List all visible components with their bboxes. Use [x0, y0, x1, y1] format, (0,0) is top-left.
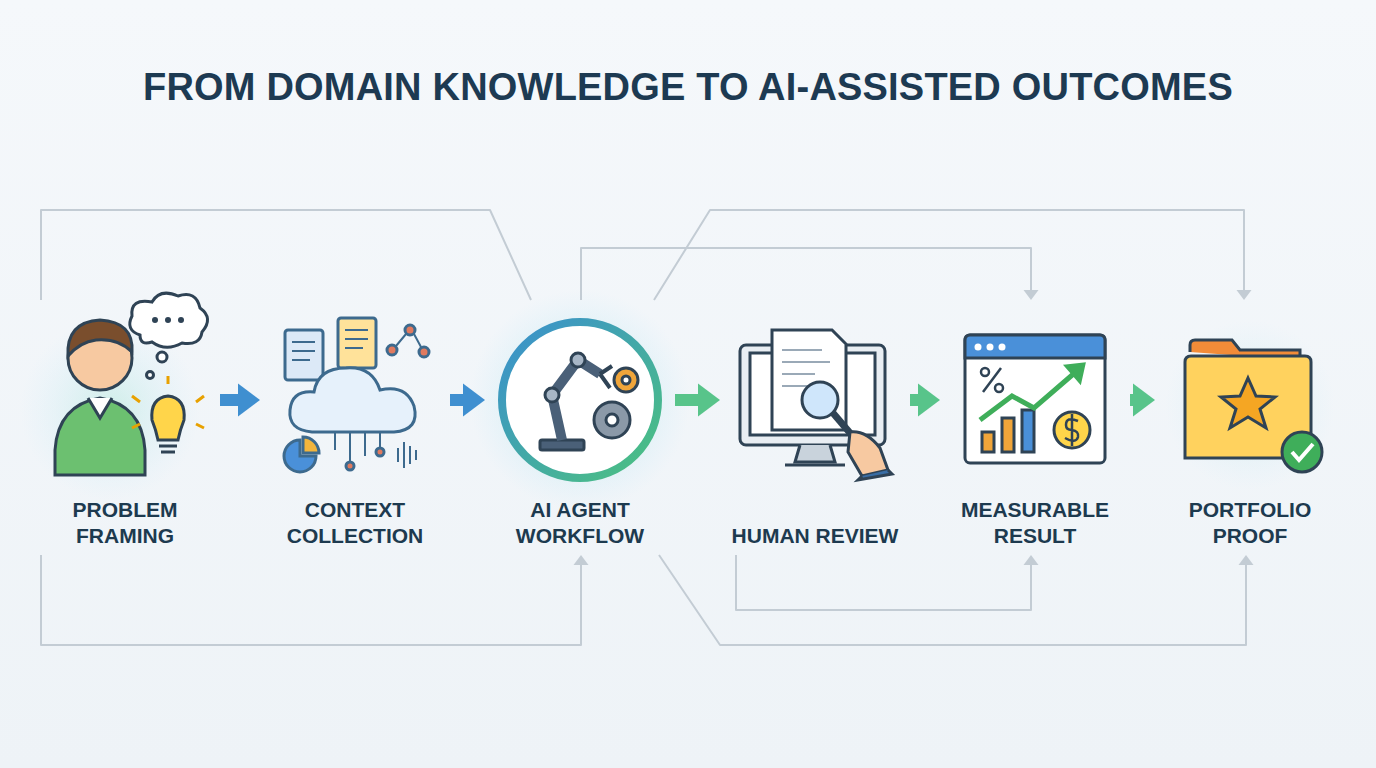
stage-label: MEASURABLE RESULT	[950, 497, 1120, 549]
stage-node: AI AGENT WORKFLOW	[491, 300, 669, 555]
person-icon	[55, 293, 208, 475]
connector-line	[581, 248, 1031, 300]
arrowhead	[238, 384, 260, 417]
stage-label: AI AGENT WORKFLOW	[495, 497, 665, 549]
monitor-icon	[740, 330, 892, 480]
arrowhead	[1237, 290, 1252, 300]
arrowhead	[698, 384, 720, 417]
title: FROM DOMAIN KNOWLEDGE TO AI-ASSISTED OUT…	[0, 66, 1376, 109]
arrowhead	[463, 384, 485, 417]
connector-line	[659, 555, 1246, 645]
flow-arrow	[675, 384, 720, 417]
feedback-line	[659, 555, 1254, 645]
arrowhead	[574, 555, 589, 565]
arrowhead	[1239, 555, 1254, 565]
flow-arrow	[910, 384, 940, 417]
stage-node: HUMAN REVIEW	[726, 300, 904, 555]
glow	[470, 290, 690, 510]
feedback-line	[41, 555, 589, 645]
stage-label: HUMAN REVIEW	[730, 523, 900, 549]
arrowhead	[1133, 384, 1155, 417]
robot-arm-icon	[502, 322, 658, 478]
feedback-line	[654, 210, 1252, 300]
folder-icon	[1185, 340, 1322, 472]
arrowhead	[1024, 290, 1039, 300]
feedback-line	[736, 555, 1039, 610]
connector-line	[41, 210, 531, 300]
stage-label: PORTFOLIO PROOF	[1165, 497, 1335, 549]
stage-label: PROBLEM FRAMING	[40, 497, 210, 549]
connector-line	[736, 555, 1031, 610]
flow-arrow	[1130, 384, 1155, 417]
connector-line	[41, 555, 581, 645]
connector-line	[654, 210, 1244, 300]
stage-label: CONTEXT COLLECTION	[270, 497, 440, 549]
arrowhead	[918, 384, 940, 417]
flow-arrow	[220, 384, 260, 417]
stage-node: PROBLEM FRAMING	[36, 300, 214, 555]
stage-node: PORTFOLIO PROOF	[1161, 300, 1339, 555]
feedback-line	[581, 248, 1039, 300]
arrowhead	[1024, 555, 1039, 565]
stage-node: CONTEXT COLLECTION	[266, 300, 444, 555]
chart-window-icon	[965, 335, 1105, 463]
cloud-icon	[284, 318, 429, 472]
feedback-line	[41, 210, 531, 300]
glow	[1165, 320, 1335, 490]
stage-node: MEASURABLE RESULT	[946, 300, 1124, 555]
flow-arrow	[450, 384, 485, 417]
